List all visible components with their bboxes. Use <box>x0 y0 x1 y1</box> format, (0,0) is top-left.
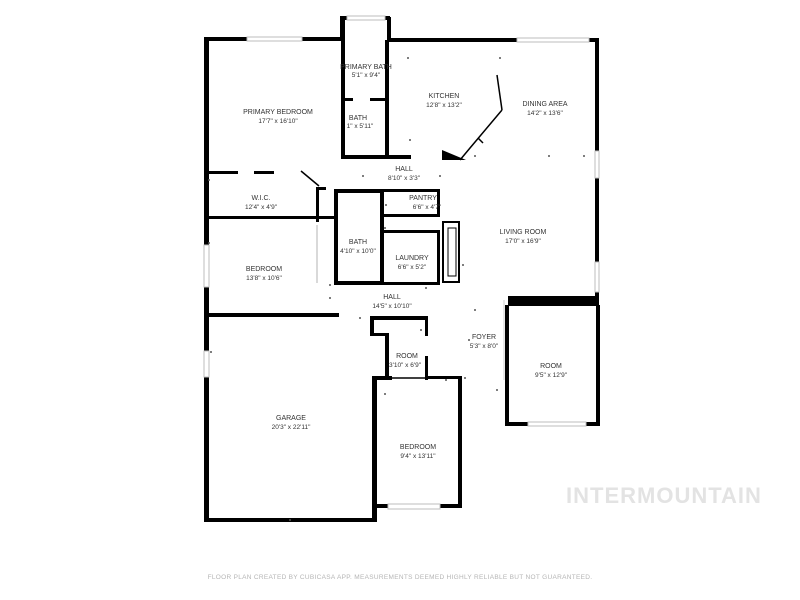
primary-bedroom-dims: 17'7" x 16'10" <box>258 118 298 125</box>
dining-area-name: DINING AREA <box>522 101 567 108</box>
bedroom-2-dims: 9'4" x 13'11" <box>400 453 436 460</box>
footer-disclaimer: FLOOR PLAN CREATED BY CUBICASA APP. MEAS… <box>207 574 593 581</box>
primary-bath-dims: 5'1" x 9'4" <box>352 72 381 79</box>
primary-bedroom-name: PRIMARY BEDROOM <box>243 109 313 116</box>
bath-2-dims: 4'10" x 10'0" <box>340 248 376 255</box>
foyer-name: FOYER <box>472 334 496 341</box>
dining-area-dims: 14'2" x 13'6" <box>527 110 563 117</box>
room-small-name: ROOM <box>396 353 418 360</box>
primary-bath-name: PRIMARY BATH <box>340 64 392 71</box>
laundry-name: LAUNDRY <box>395 255 429 262</box>
wic-dims: 12'4" x 4'9" <box>245 204 278 211</box>
living-room-name: LIVING ROOM <box>500 229 547 236</box>
room-small-dims: 3'10" x 6'9" <box>389 362 422 369</box>
room-large-name: ROOM <box>540 363 562 370</box>
laundry-dims: 6'6" x 5'2" <box>398 264 427 271</box>
garage-name: GARAGE <box>276 415 306 422</box>
foyer-dims: 5'3" x 8'0" <box>470 343 499 350</box>
hall-1-dims: 8'10" x 3'3" <box>388 175 421 182</box>
living-room-dims: 17'0" x 16'9" <box>505 238 541 245</box>
garage-dims: 20'3" x 22'11" <box>272 424 311 431</box>
bath-2-name: BATH <box>349 239 367 246</box>
bedroom-1-dims: 13'8" x 10'6" <box>246 275 282 282</box>
watermark: INTERMOUNTAIN <box>566 483 762 508</box>
room-large-dims: 9'5" x 12'9" <box>535 372 568 379</box>
kitchen-dims: 12'8" x 13'2" <box>426 102 462 109</box>
door-markers <box>208 57 585 521</box>
hall-2-dims: 14'5" x 10'10" <box>372 303 412 310</box>
bath-1-dims: 1" x 5'11" <box>347 123 374 130</box>
pantry-dims: 6'6" x 4'7" <box>413 204 442 211</box>
kitchen-name: KITCHEN <box>429 93 460 100</box>
hall-2-name: HALL <box>383 294 401 301</box>
windows <box>203 15 600 510</box>
bedroom-2-name: BEDROOM <box>400 444 436 451</box>
pantry-name: PANTRY <box>409 195 437 202</box>
wic-name: W.I.C. <box>251 195 270 202</box>
bath-1-name: BATH <box>349 115 367 122</box>
room-labels: PRIMARY BATH 5'1" x 9'4" PRIMARY BEDROOM… <box>243 64 568 460</box>
bedroom-1-name: BEDROOM <box>246 266 282 273</box>
interior-walls <box>204 40 505 380</box>
hall-1-name: HALL <box>395 166 413 173</box>
